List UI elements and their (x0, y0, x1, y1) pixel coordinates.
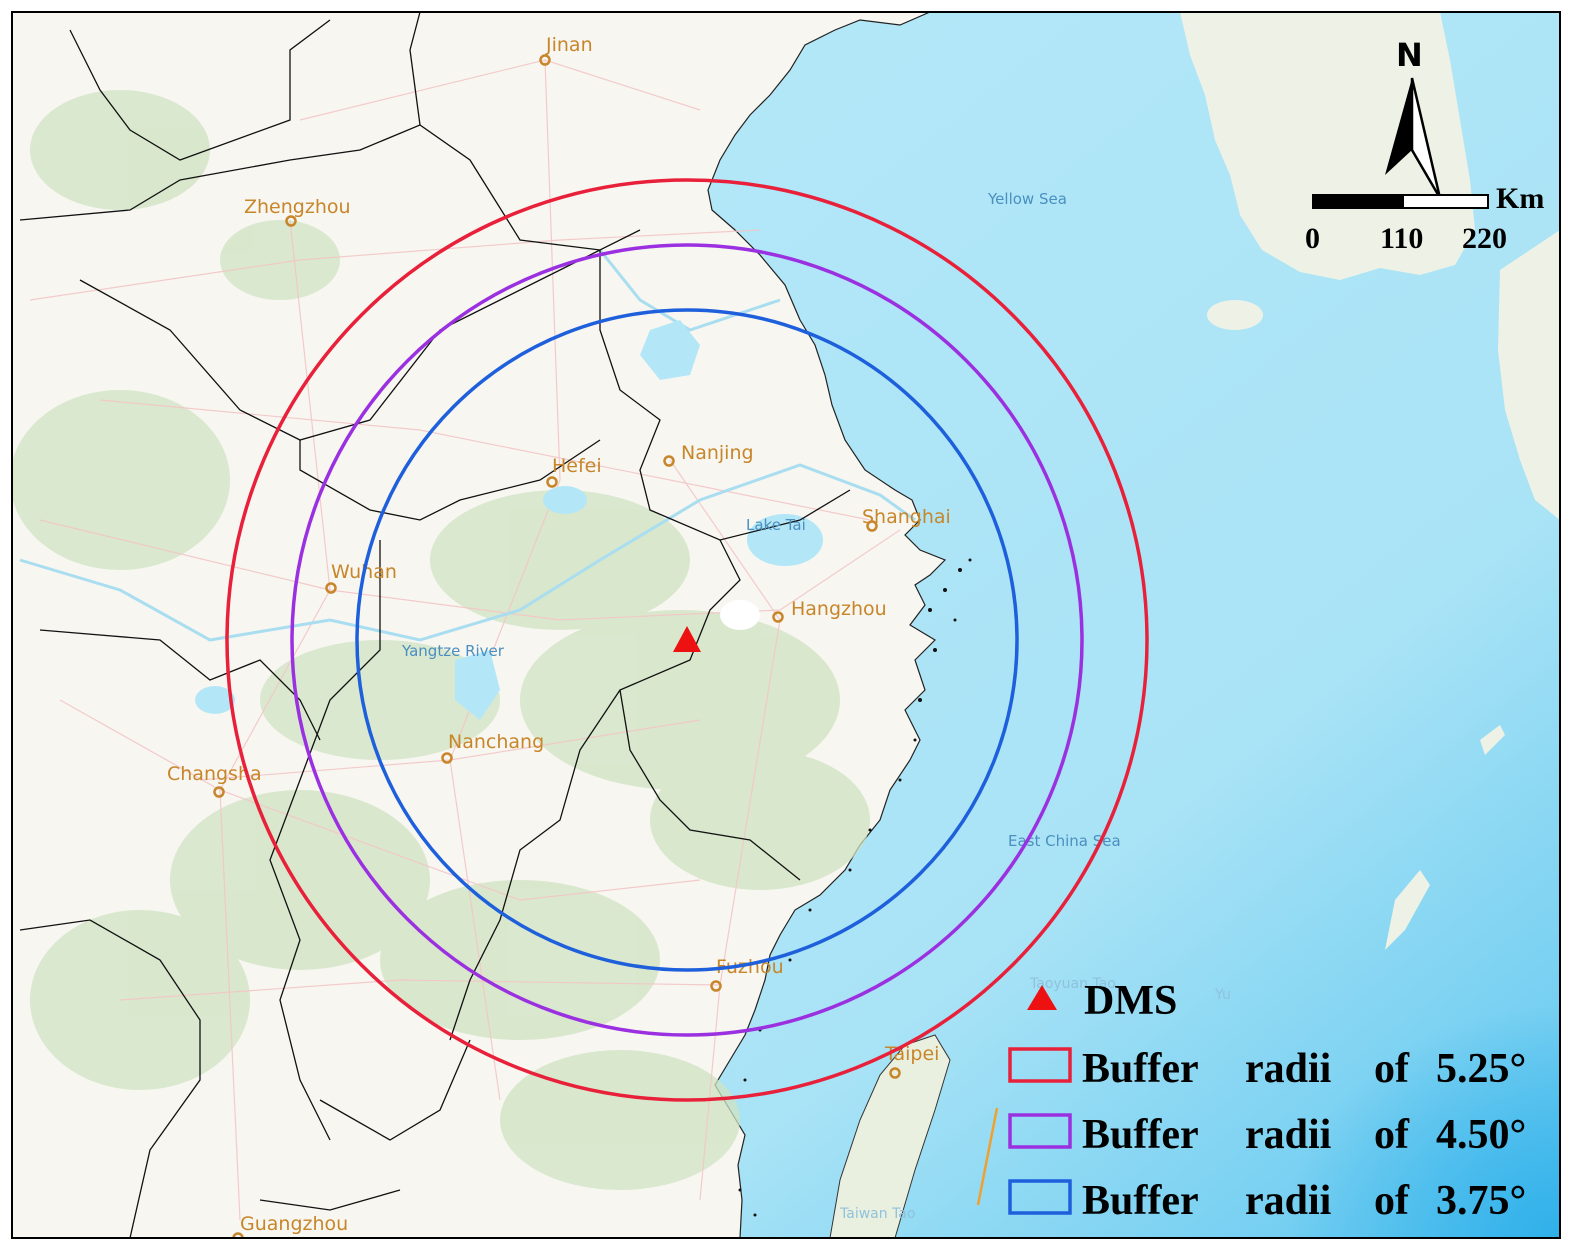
scale-bar: Km 0 110 220 (1305, 182, 1544, 255)
legend-swatch-3-75 (1008, 1179, 1072, 1215)
city-label-changsha: Changsha (167, 763, 262, 785)
city-dot-nanchang (441, 752, 453, 764)
north-arrow: N (1385, 36, 1442, 199)
legend-word-of-2: of (1374, 1112, 1410, 1158)
legend-dms-label: DMS (1084, 978, 1177, 1024)
city-label-nanjing: Nanjing (681, 442, 754, 464)
buffer-ring-3-75 (355, 308, 1019, 972)
city-dot-wuhan (325, 582, 337, 594)
orange-line-artifact (976, 1107, 999, 1206)
buffer-ring-4-50 (290, 243, 1084, 1037)
city-label-nanchang: Nanchang (448, 731, 544, 753)
city-label-hefei: Hefei (552, 455, 602, 477)
legend-swatch-4-50 (1008, 1113, 1072, 1149)
label-yangtze-river: Yangtze River (401, 642, 505, 660)
north-arrow-left-half (1385, 78, 1412, 175)
map-frame (11, 11, 1561, 1239)
city-label-zhengzhou: Zhengzhou (244, 196, 351, 218)
lakes (195, 320, 823, 720)
city-label-hangzhou: Hangzhou (791, 598, 887, 620)
scale-outline (1312, 194, 1489, 209)
legend-word-of-1: of (1374, 1046, 1410, 1092)
label-east-china-sea: East China Sea (1008, 832, 1121, 850)
label-taiwan: Taiwan Tao (839, 1206, 915, 1222)
city-dot-changsha (213, 786, 225, 798)
cloud-patch (720, 600, 760, 630)
city-label-taipei: Taipei (884, 1043, 939, 1065)
scale-unit: Km (1496, 182, 1544, 215)
legend-word-radii-3: radii (1245, 1178, 1332, 1224)
legend-swatch-5-25 (1008, 1047, 1072, 1083)
city-dot-taipei (889, 1067, 901, 1079)
legend-word-value-2: 4.50° (1436, 1112, 1526, 1158)
japan-land (1498, 230, 1560, 520)
deep-sea-shade (1100, 850, 1560, 1238)
label-taoyuan: Taoyuan Tao (1029, 976, 1116, 992)
dms-station-triangle[interactable] (673, 626, 701, 652)
taiwan-land (829, 1034, 951, 1238)
jeju-island (1207, 300, 1263, 330)
legend-word-buffer-2: Buffer (1082, 1112, 1199, 1158)
city-dot-hefei (546, 476, 558, 488)
label-yu: Yu (1214, 987, 1231, 1003)
city-dot-shanghai (866, 520, 878, 532)
label-lake-tai: Lake Tai (746, 516, 806, 534)
city-dot-zhengzhou (285, 215, 297, 227)
legend-word-value-3: 3.75° (1436, 1178, 1526, 1224)
legend-word-radii-2: radii (1245, 1112, 1332, 1158)
buffer-rings (225, 178, 1149, 1102)
city-label-guangzhou: Guangzhou (240, 1213, 348, 1235)
city-dot-nanjing (663, 455, 675, 467)
city-dot-fuzhou (710, 980, 722, 992)
scale-segment-white (1402, 194, 1489, 209)
korea-land (1180, 12, 1475, 280)
label-yellow-sea: Yellow Sea (987, 190, 1067, 208)
buffer-ring-5-25 (225, 178, 1149, 1102)
city-markers (213, 54, 901, 1238)
legend-word-radii-1: radii (1245, 1046, 1332, 1092)
legend: DMS Buffer radii of 5.25° Buffer radii o… (1008, 978, 1526, 1224)
legend-word-of-3: of (1374, 1178, 1410, 1224)
legend-word-buffer-3: Buffer (1082, 1178, 1199, 1224)
ryukyu-islands (1385, 725, 1505, 950)
north-arrow-label: N (1396, 36, 1423, 74)
scale-tick-0: 0 (1305, 222, 1320, 255)
legend-word-buffer-1: Buffer (1082, 1046, 1199, 1092)
scale-tick-220: 220 (1462, 222, 1507, 255)
city-label-shanghai: Shanghai (862, 506, 951, 528)
scale-segment-black (1313, 195, 1403, 208)
vegetation-texture (12, 90, 870, 1190)
legend-dms-symbol (1027, 985, 1057, 1010)
city-label-jinan: Jinan (545, 34, 593, 56)
city-dot-jinan (539, 54, 551, 66)
legend-word-value-1: 5.25° (1436, 1046, 1526, 1092)
province-borders (19, 12, 851, 1238)
scale-tick-110: 110 (1380, 222, 1423, 255)
city-dot-hangzhou (772, 611, 784, 623)
city-dot-guangzhou (232, 1232, 244, 1238)
north-arrow-right-half (1410, 77, 1442, 199)
